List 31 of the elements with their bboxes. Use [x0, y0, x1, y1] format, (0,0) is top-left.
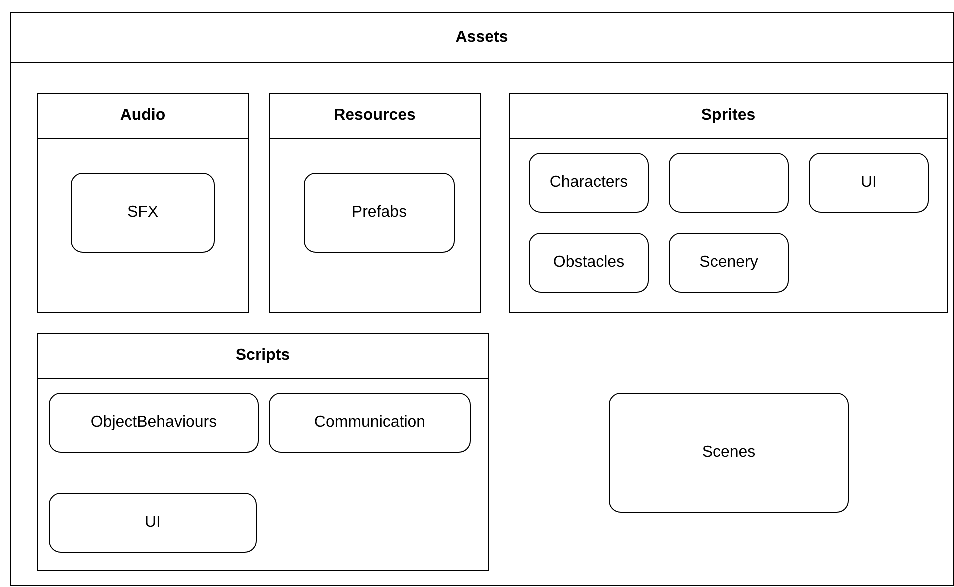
folder-box — [669, 153, 789, 213]
folder-label: UI — [145, 513, 161, 533]
folder-label: Scenes — [702, 443, 756, 463]
folder-box — [269, 393, 471, 453]
folder-label: Scenery — [700, 253, 758, 273]
folder-box — [609, 393, 849, 513]
container-box — [37, 333, 489, 571]
folder-label: Communication — [314, 413, 426, 433]
folder-label: SFX — [127, 203, 159, 223]
container-title: Scripts — [236, 346, 290, 366]
folder-label: Prefabs — [352, 203, 408, 223]
folder-box — [49, 393, 259, 453]
folder-box — [71, 173, 215, 253]
container-box — [37, 93, 249, 313]
folder-label: ObjectBehaviours — [90, 413, 218, 433]
container-box — [10, 12, 954, 586]
folder-box — [669, 233, 789, 293]
container-title: Resources — [334, 106, 416, 126]
folder-box — [809, 153, 929, 213]
folder-box — [49, 493, 257, 553]
container-title: Sprites — [701, 106, 756, 126]
folder-label: Obstacles — [553, 253, 625, 273]
container-box — [269, 93, 481, 313]
container-box — [509, 93, 948, 313]
folder-label: Characters — [550, 173, 628, 193]
folder-box — [304, 173, 455, 253]
folder-label: UI — [861, 173, 877, 193]
folder-box — [529, 233, 649, 293]
container-title: Audio — [120, 106, 166, 126]
container-title: Assets — [456, 28, 508, 48]
folder-box — [529, 153, 649, 213]
